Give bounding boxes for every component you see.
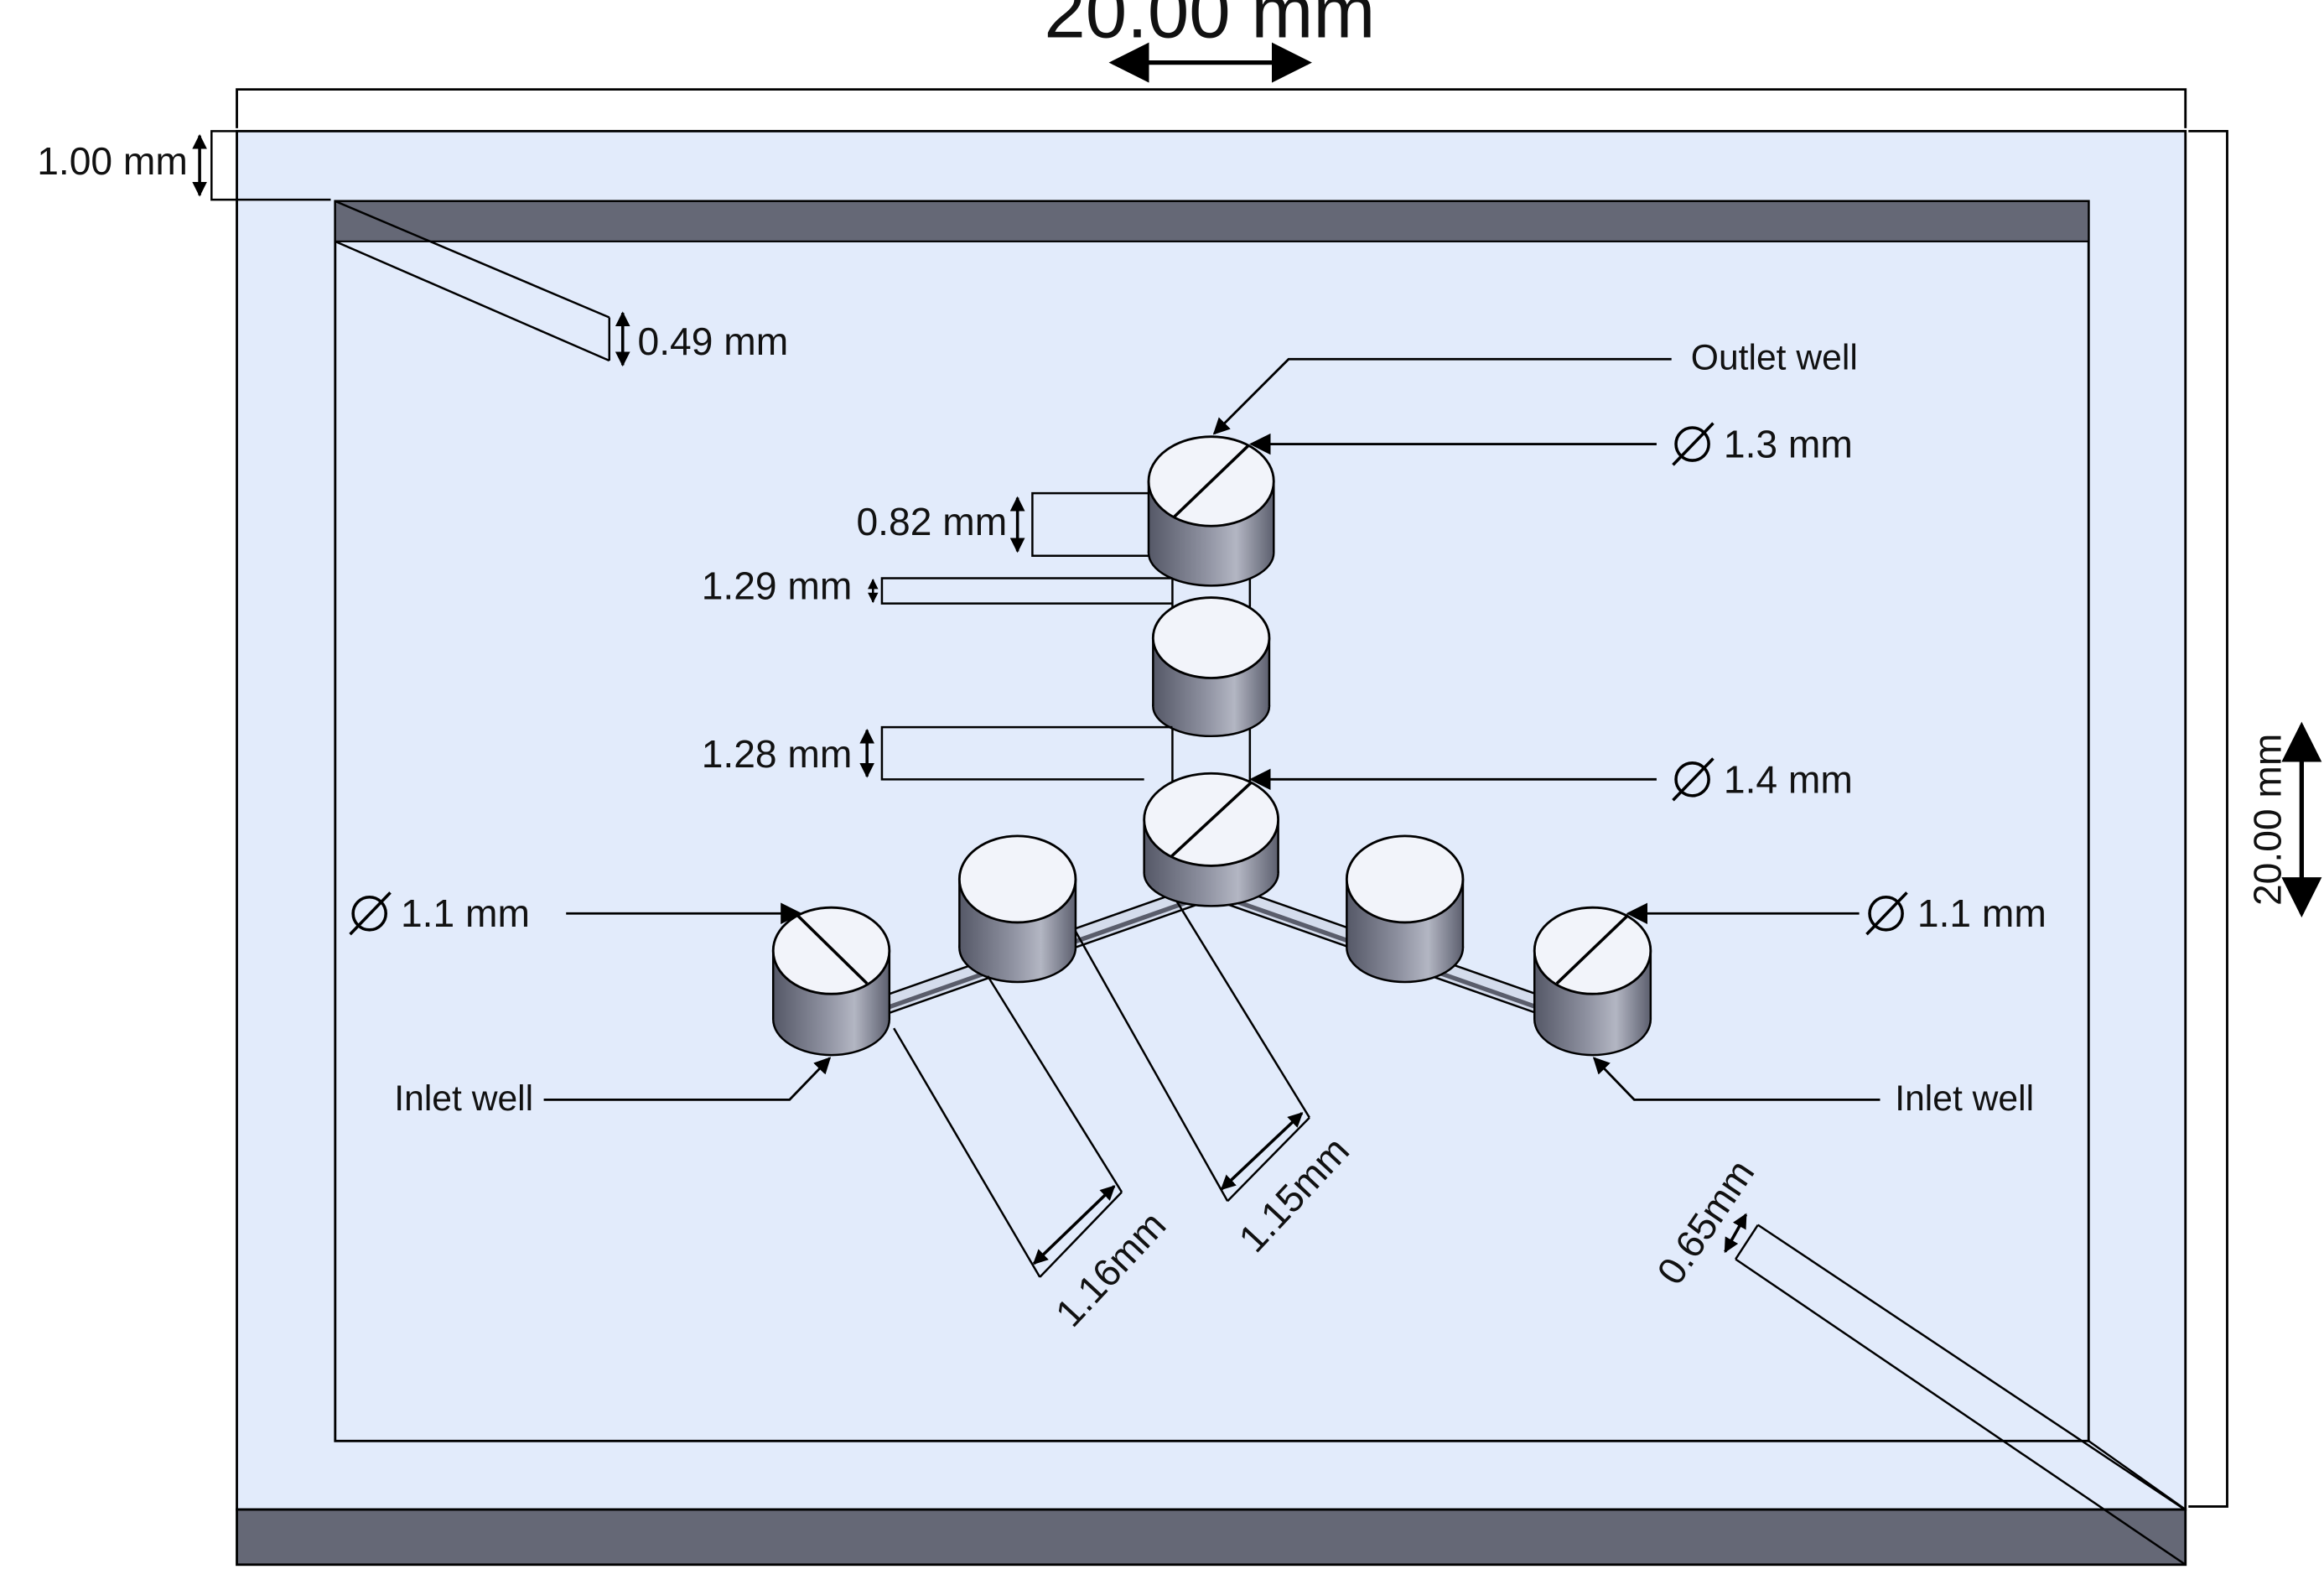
diameter-icon xyxy=(1865,891,1908,936)
channel-b-leader-2 xyxy=(1175,901,1310,1119)
middle-well-top xyxy=(1151,596,1271,679)
gap-upper-label: 1.29 mm xyxy=(702,564,853,607)
channel-a-arrow xyxy=(1032,1185,1116,1265)
middle-well xyxy=(1151,596,1271,738)
inlet-well-left-callout: Inlet well xyxy=(394,1078,533,1119)
center-well xyxy=(1143,772,1280,907)
wells xyxy=(771,435,1652,1057)
channel-a-leader-2 xyxy=(987,975,1123,1193)
channel-b-leader-1 xyxy=(1074,930,1229,1202)
corner-arrow xyxy=(1724,1213,1748,1254)
diameter-icon xyxy=(349,891,392,936)
right-inlet-well xyxy=(1533,906,1652,1057)
outlet-well-callout: Outlet well xyxy=(1691,338,1858,378)
inlet-well-right-leader xyxy=(1592,1057,1880,1101)
center-diameter-line xyxy=(1170,781,1253,859)
outlet-well-callout-leader xyxy=(1212,357,1672,435)
inner-top-dark-layer xyxy=(334,200,2090,242)
left-inlet-well xyxy=(771,906,891,1057)
outlet-height-frame xyxy=(1031,491,1149,558)
bottom-dark-layer xyxy=(236,1508,2187,1567)
center-diameter-label: 1.4 mm xyxy=(1724,757,1853,801)
inlet-well-right-callout: Inlet well xyxy=(1895,1078,2034,1119)
right-inlet-diameter-line xyxy=(1555,913,1630,985)
right-mid-well-top xyxy=(1345,834,1465,924)
channel-a-leader-1 xyxy=(893,1027,1041,1278)
inner-layer-label: 0.49 mm xyxy=(638,320,789,363)
inlet-well-left-leader xyxy=(543,1057,832,1101)
left-mid-well-top xyxy=(957,834,1077,924)
corner-leader-2 xyxy=(1757,1224,2183,1509)
outlet-well xyxy=(1147,435,1275,587)
corner-leader-end xyxy=(1735,1224,1759,1260)
channel-b-arrow xyxy=(1220,1112,1304,1191)
top-layer-label: 1.00 mm xyxy=(37,139,188,183)
left-mid-well xyxy=(957,834,1077,984)
right-height-dimension-frame xyxy=(2188,129,2228,1508)
top-layer-dimension-frame xyxy=(210,130,331,201)
left-inlet-well-top xyxy=(771,906,891,995)
left-inlet-diameter-label: 1.1 mm xyxy=(401,891,530,935)
gap-upper-frame xyxy=(880,577,1173,605)
right-inlet-diameter-label: 1.1 mm xyxy=(1917,891,2046,935)
top-width-dimension-frame xyxy=(236,88,2187,128)
top-width-label: 20.00 mm xyxy=(1044,0,1375,53)
right-height-label: 20.00 mm xyxy=(2245,734,2289,906)
inner-layer-leader-1 xyxy=(335,200,610,319)
diameter-icon xyxy=(1672,757,1714,802)
gap-lower-label: 1.28 mm xyxy=(702,732,853,776)
left-inlet-diameter-line xyxy=(796,913,869,985)
outlet-diameter-line xyxy=(1172,444,1250,518)
gap-lower-frame xyxy=(880,725,1173,781)
corner-leader-3 xyxy=(1735,1258,2187,1566)
diameter-icon xyxy=(1672,422,1714,466)
inner-layer-leader-2 xyxy=(335,240,610,362)
outlet-height-label: 0.82 mm xyxy=(857,500,1008,543)
outlet-diameter-label: 1.3 mm xyxy=(1724,423,1853,466)
right-mid-well xyxy=(1345,834,1465,984)
